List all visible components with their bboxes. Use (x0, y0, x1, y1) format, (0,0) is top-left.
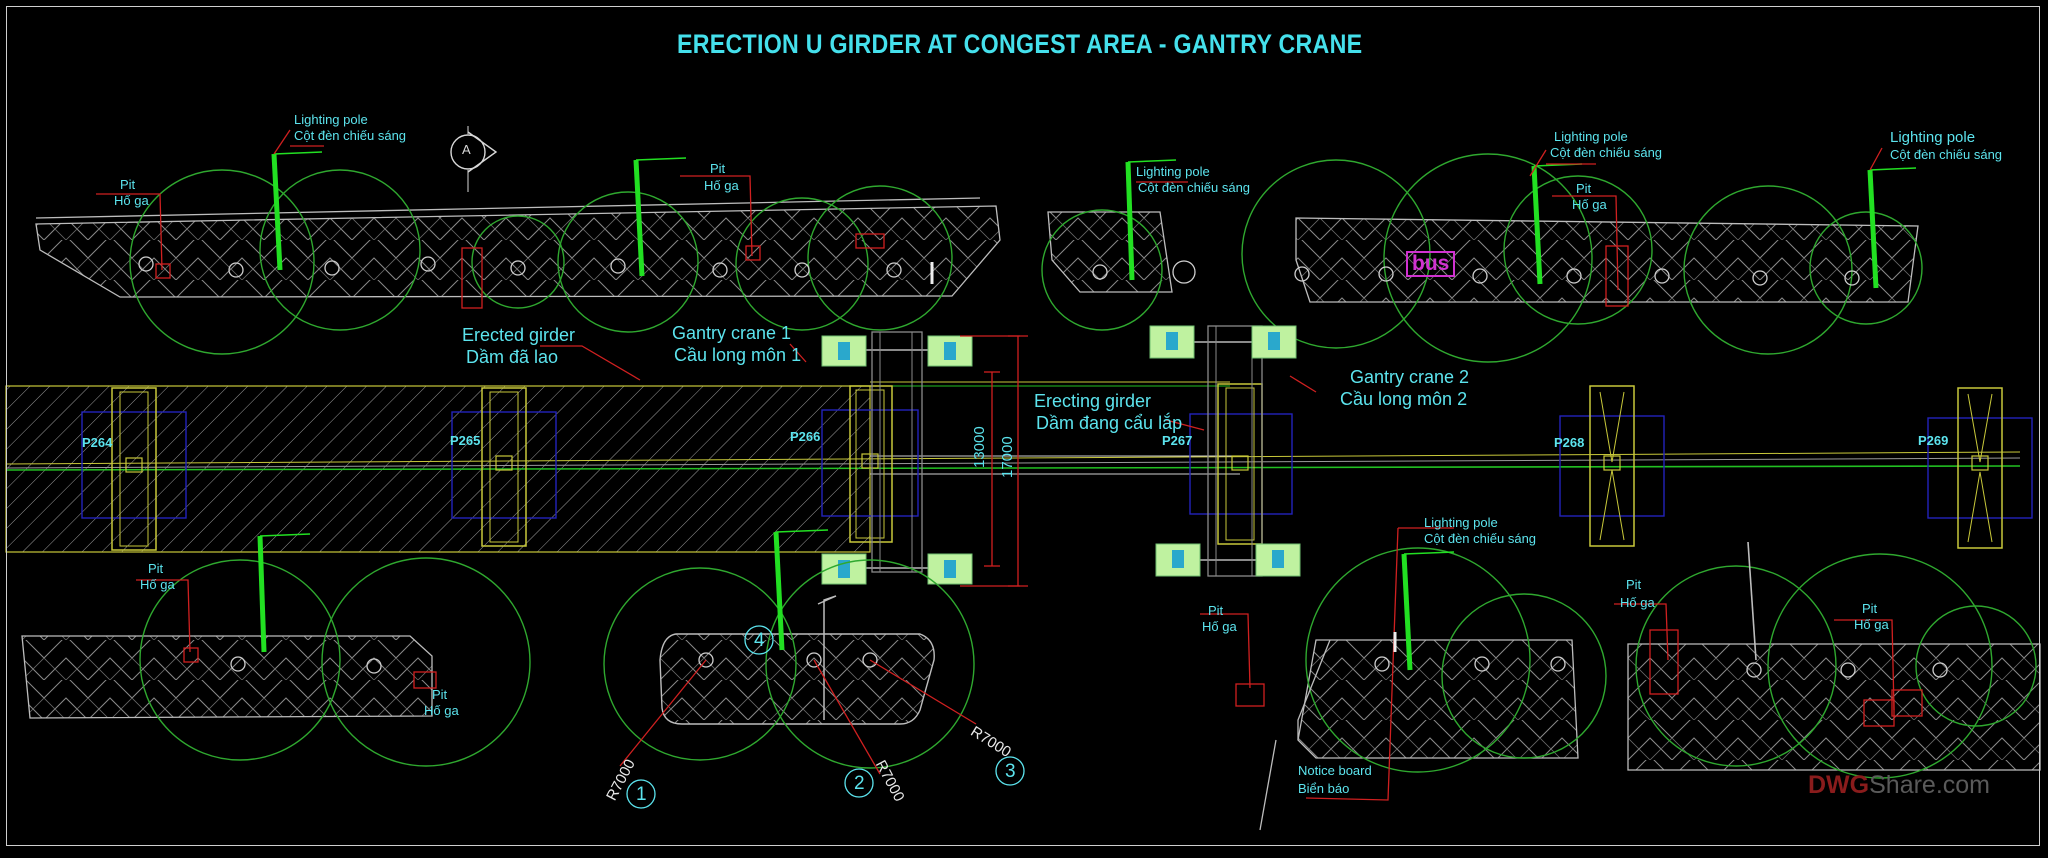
pier-p265 (451, 387, 557, 547)
pit-label-3-vn: Hố ga (1572, 197, 1607, 212)
erected-girder-label-vn: Dầm đã lao (466, 347, 559, 367)
lower-right-planter-b (1627, 541, 2041, 779)
pit-label-7-vn: Hố ga (1620, 595, 1655, 610)
lighting-pole-label-3-vn: Cột đèn chiếu sáng (1550, 145, 1663, 160)
lighting-pole-label-4-vn: Cột đèn chiếu sáng (1890, 147, 2003, 162)
pier-label-p265: P265 (450, 433, 481, 448)
erected-girder-band (5, 381, 2021, 553)
gantry-crane-1 (821, 331, 973, 585)
radius-lines (619, 659, 977, 775)
dimension-13000: 13000 (971, 426, 988, 468)
lighting-pole-label-5-vn: Cột đèn chiếu sáng (1424, 531, 1537, 546)
lighting-pole-label-5: Lighting pole (1424, 515, 1498, 530)
pit-label-2: Pit (710, 161, 726, 176)
erecting-girder-label: Erecting girder (1034, 391, 1152, 411)
section-marker-letter: A (462, 142, 471, 157)
pier-label-p269: P269 (1918, 433, 1949, 448)
lighting-pole-label-2-vn: Cột đèn chiếu sáng (1138, 180, 1251, 195)
watermark: DWGShare.com (1808, 771, 1990, 800)
upper-left-lamps (138, 256, 902, 278)
lighting-pole-label-1: Lighting pole (294, 112, 368, 127)
watermark-rest: Share.com (1869, 771, 1990, 799)
pit-label-8-vn: Hố ga (1854, 617, 1889, 632)
pier-label-p264: P264 (82, 435, 113, 450)
pit-label-4: Pit (148, 561, 164, 576)
lower-right-planter-a (1259, 547, 1607, 831)
upper-middle-planter (1041, 209, 1196, 331)
dimension-lines (960, 335, 1028, 587)
pier-p266 (821, 385, 919, 543)
drawing-frame (6, 6, 2040, 846)
pier-label-p268: P268 (1554, 435, 1585, 450)
erecting-girder-label-vn: Dầm đang cẩu lắp (1036, 413, 1183, 433)
gantry-crane-2-label-vn: Cầu long môn 2 (1340, 389, 1468, 409)
upper-right-trees (1241, 153, 1923, 363)
pier-p268 (1559, 385, 1665, 547)
pier-label-p267: P267 (1162, 433, 1193, 448)
marker-2: 2 (854, 773, 865, 794)
lighting-pole-label-3: Lighting pole (1554, 129, 1628, 144)
pit-label-3: Pit (1576, 181, 1592, 196)
gantry-crane-1-label-vn: Cầu long môn 1 (674, 345, 802, 365)
notice-board-label: Notice board (1298, 763, 1372, 778)
notice-board-label-vn: Biển báo (1298, 781, 1350, 796)
lighting-pole-label-4: Lighting pole (1890, 129, 1976, 146)
lighting-pole-label-1-vn: Cột đèn chiếu sáng (294, 128, 407, 143)
radius-markers (626, 625, 1025, 809)
pit-label-2-vn: Hố ga (704, 178, 739, 193)
gantry-crane-2 (1149, 325, 1301, 577)
pier-p264 (81, 387, 187, 551)
pit-label-6-vn: Hố ga (1202, 619, 1237, 634)
pit-label-7: Pit (1626, 577, 1642, 592)
gantry-crane-2-label: Gantry crane 2 (1350, 367, 1470, 387)
pit-label-6: Pit (1208, 603, 1224, 618)
drawing-title: ERECTION U GIRDER AT CONGEST AREA - GANT… (677, 29, 1363, 59)
marker-3: 3 (1005, 761, 1016, 782)
section-marker (450, 126, 498, 192)
pier-frames (81, 383, 2033, 551)
lighting-pole-label-2: Lighting pole (1136, 164, 1210, 179)
upper-right-planter (1295, 217, 1919, 303)
pole-arms (259, 151, 1917, 555)
pit-label-5-vn: Hố ga (424, 703, 459, 718)
marker-4: 4 (754, 630, 765, 651)
pit-label-5: Pit (432, 687, 448, 702)
notice-board-post (930, 262, 1397, 652)
erected-girder-label: Erected girder (462, 325, 576, 345)
marker-1: 1 (636, 784, 647, 805)
pit-boxes (155, 233, 1923, 727)
pier-label-p266: P266 (790, 429, 821, 444)
lower-center-island (603, 559, 975, 769)
watermark-brand: DWG (1808, 771, 1870, 799)
dimension-17000: 17000 (999, 436, 1016, 478)
pier-p269 (1927, 387, 2033, 549)
lighting-poles (257, 153, 1879, 671)
pit-label-1-vn: Hố ga (114, 193, 149, 208)
pit-label-4-vn: Hố ga (140, 577, 175, 592)
gantry-crane-1-label: Gantry crane 1 (672, 323, 792, 343)
upper-left-trees (129, 169, 953, 355)
bus-stop-sign: bus (1406, 251, 1456, 277)
leader-lines (96, 129, 1895, 801)
pit-label-1: Pit (120, 177, 136, 192)
lower-left-planter (21, 557, 531, 767)
pit-label-8: Pit (1862, 601, 1878, 616)
upper-right-lamps (1294, 266, 1860, 286)
